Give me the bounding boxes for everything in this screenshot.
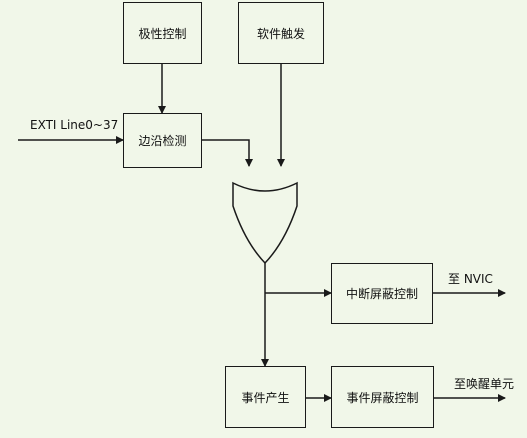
or-gate <box>232 181 298 265</box>
edge-detect-label: 边沿检测 <box>138 134 187 148</box>
event-mask-block: 事件屏蔽控制 <box>331 366 434 428</box>
edge-detect-block: 边沿检测 <box>123 113 202 168</box>
interrupt-mask-label: 中断屏蔽控制 <box>345 287 418 301</box>
event-generate-label: 事件产生 <box>241 390 290 405</box>
event-generate-block: 事件产生 <box>225 366 306 428</box>
to-nvic-label: 至 NVIC <box>448 272 493 286</box>
event-mask-label: 事件屏蔽控制 <box>346 390 419 405</box>
polarity-control-block: 极性控制 <box>123 2 202 64</box>
to-wakeup-label: 至唤醒单元 <box>454 377 515 391</box>
software-trigger-block: 软件触发 <box>238 2 324 64</box>
software-trigger-label: 软件触发 <box>256 26 305 41</box>
input-line-label: EXTI Line0~37 <box>30 118 119 132</box>
interrupt-mask-block: 中断屏蔽控制 <box>331 263 433 324</box>
wire-edge-to-or <box>201 139 253 167</box>
polarity-control-label: 极性控制 <box>138 26 187 41</box>
